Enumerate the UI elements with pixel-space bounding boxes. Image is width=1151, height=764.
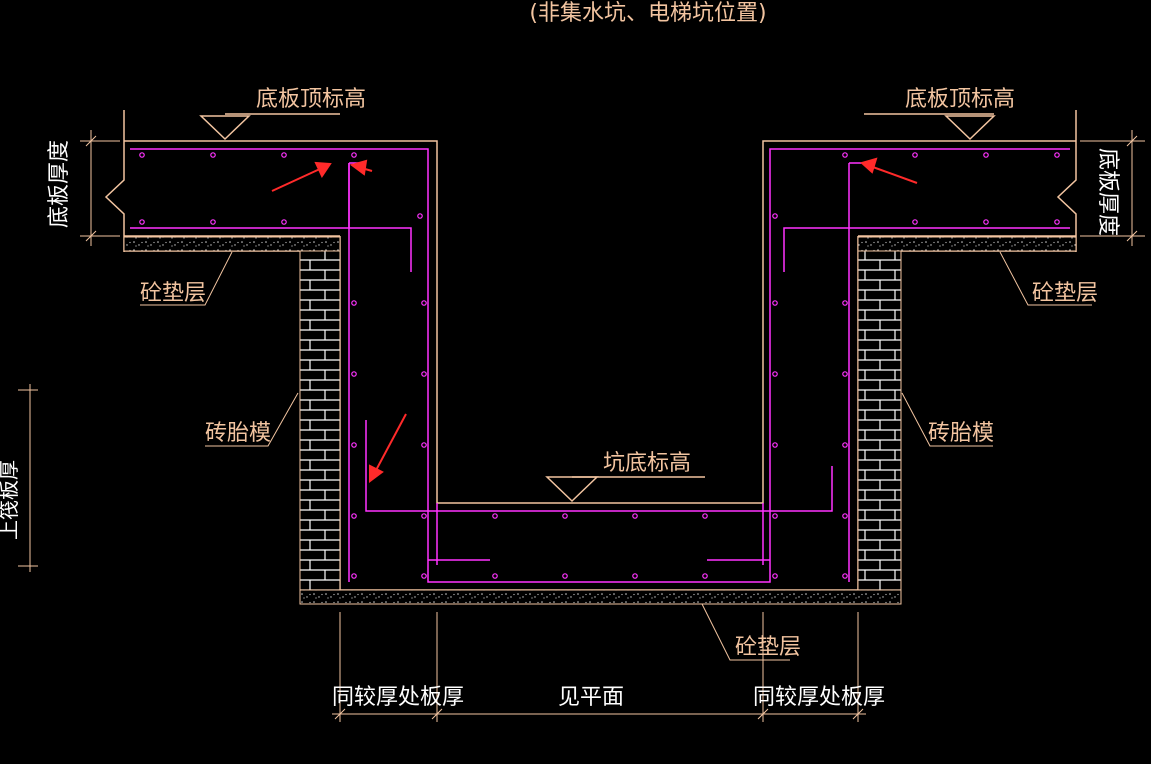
slab-thickness-label-left: 底板厚度 <box>47 140 72 228</box>
cushion-right <box>857 236 1077 252</box>
slab-top-elev-label-left: 底板顶标高 <box>256 87 366 112</box>
drawing-title: (非集水坑、电梯坑位置) <box>529 1 766 26</box>
brick-form-label-left: 砖胎模 <box>205 421 271 446</box>
brick-form-right <box>857 250 902 591</box>
brick-form-label-right: 砖胎模 <box>928 421 994 446</box>
rebar-dots <box>139 152 1060 579</box>
same-thickness-label-left: 同较厚处板厚 <box>332 685 464 710</box>
rebar <box>130 148 1070 583</box>
same-thickness-label-right: 同较厚处板厚 <box>753 685 885 710</box>
cushion-left <box>123 236 341 252</box>
brick-form-left <box>299 250 341 591</box>
slab-top-elev-label-right: 底板顶标高 <box>905 87 1015 112</box>
cushion-label-left: 砼垫层 <box>140 281 206 306</box>
slab-thickness-label-right: 底板厚度 <box>1095 148 1120 236</box>
cushion-label-bottom: 砼垫层 <box>735 635 801 660</box>
cushion-bottom <box>299 589 902 605</box>
leader-lines <box>140 251 1092 661</box>
cushion-label-right: 砼垫层 <box>1032 281 1098 306</box>
red-arrows <box>271 157 918 483</box>
dimension-lines <box>18 130 1145 722</box>
elevation-markers <box>199 113 996 503</box>
concrete-outline <box>104 110 1077 591</box>
pit-bottom-elev-label: 坑底标高 <box>603 451 691 476</box>
left-edge-label: 上筏板厚 <box>0 460 21 540</box>
see-plan-label: 见平面 <box>558 685 624 710</box>
